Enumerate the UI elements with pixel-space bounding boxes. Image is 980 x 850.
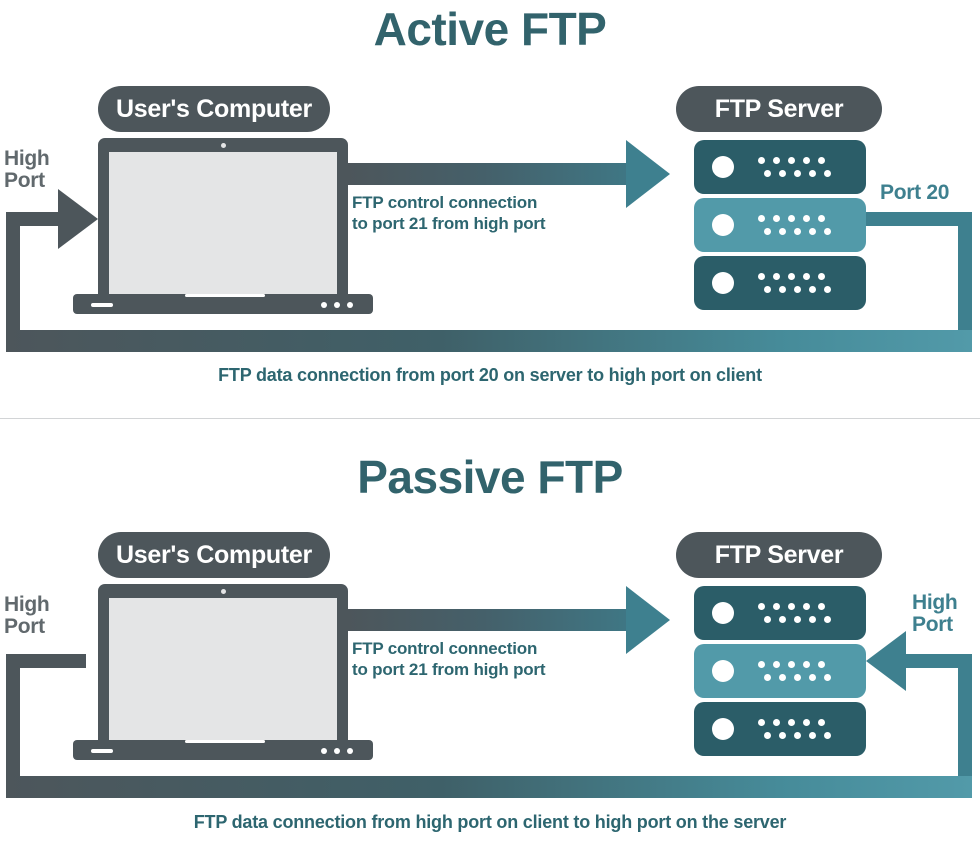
passive-client-label-pill: User's Computer <box>98 532 330 578</box>
passive-control-arrow-shaft <box>348 609 648 631</box>
active-server-stack-icon <box>694 140 866 312</box>
laptop-screen <box>109 598 337 740</box>
active-section-title: Active FTP <box>373 3 607 55</box>
server-vent-dots <box>758 215 831 235</box>
laptop-trackpad-line <box>185 294 265 297</box>
server-unit-3 <box>694 702 866 756</box>
server-power-led-icon <box>712 660 734 682</box>
active-laptop-icon <box>73 138 373 318</box>
passive-right-high-port-line2: Port <box>912 613 953 637</box>
server-unit-3 <box>694 256 866 310</box>
passive-control-caption: FTP control connection to port 21 from h… <box>352 638 652 681</box>
active-control-arrow-shaft <box>348 163 648 185</box>
section-divider <box>0 418 980 419</box>
active-control-caption-line1: FTP control connection <box>352 193 538 212</box>
passive-right-vertical <box>958 654 972 786</box>
server-power-led-icon <box>712 602 734 624</box>
laptop-base <box>73 740 373 760</box>
active-port-20-label: Port 20 <box>880 181 950 204</box>
laptop-indicator-dash <box>91 749 113 753</box>
active-server-label-text: FTP Server <box>714 94 844 123</box>
active-return-arrow-head-icon <box>58 189 98 249</box>
server-power-led-icon <box>712 718 734 740</box>
active-port20-horizontal <box>866 212 972 226</box>
laptop-port-dots <box>321 302 353 308</box>
passive-right-high-port-line1: High <box>912 591 958 614</box>
active-return-left-vertical <box>6 212 20 340</box>
passive-server-stack-icon <box>694 586 866 758</box>
passive-left-vertical <box>6 654 20 786</box>
laptop-base <box>73 294 373 314</box>
passive-laptop-icon <box>73 584 373 764</box>
server-vent-dots <box>758 157 831 177</box>
laptop-camera-icon <box>221 589 226 594</box>
active-return-left-horizontal <box>6 212 60 226</box>
active-server-label-pill: FTP Server <box>676 86 882 132</box>
active-control-arrow-head-icon <box>626 140 670 208</box>
passive-left-high-port-line1: High <box>4 593 50 616</box>
server-vent-dots <box>758 273 831 293</box>
laptop-screen <box>109 152 337 294</box>
passive-control-caption-line1: FTP control connection <box>352 639 538 658</box>
passive-server-label-text: FTP Server <box>714 540 844 569</box>
passive-ftp-section: Passive FTP User's Computer FTP Server <box>0 432 980 850</box>
laptop-camera-icon <box>221 143 226 148</box>
server-unit-1 <box>694 586 866 640</box>
passive-right-horizontal <box>906 654 972 668</box>
passive-right-high-port-label: High Port <box>912 591 958 637</box>
active-ftp-section: Active FTP User's Computer FTP Server <box>0 0 980 418</box>
server-power-led-icon <box>712 214 734 236</box>
passive-data-caption: FTP data connection from high port on cl… <box>193 812 787 832</box>
active-left-high-port-line2: Port <box>4 169 45 193</box>
server-vent-dots <box>758 661 831 681</box>
server-vent-dots <box>758 719 831 739</box>
passive-server-label-pill: FTP Server <box>676 532 882 578</box>
active-data-caption: FTP data connection from port 20 on serv… <box>218 365 762 385</box>
active-port20-vertical <box>958 212 972 340</box>
active-data-connection-bar <box>6 330 972 352</box>
passive-right-arrow-head-icon <box>866 631 906 691</box>
passive-control-caption-line2: to port 21 from high port <box>352 660 546 680</box>
active-client-label-pill: User's Computer <box>98 86 330 132</box>
server-unit-2 <box>694 644 866 698</box>
passive-client-label-text: User's Computer <box>116 540 312 569</box>
laptop-indicator-dash <box>91 303 113 307</box>
passive-left-horizontal <box>6 654 86 668</box>
passive-section-title: Passive FTP <box>357 451 623 503</box>
laptop-trackpad-line <box>185 740 265 743</box>
server-power-led-icon <box>712 272 734 294</box>
active-control-caption: FTP control connection to port 21 from h… <box>352 192 652 235</box>
passive-left-high-port-line2: Port <box>4 615 45 639</box>
active-control-caption-line2: to port 21 from high port <box>352 214 546 234</box>
passive-data-connection-bar <box>6 776 972 798</box>
passive-left-high-port-label: High Port <box>4 593 50 639</box>
laptop-port-dots <box>321 748 353 754</box>
server-power-led-icon <box>712 156 734 178</box>
server-vent-dots <box>758 603 831 623</box>
active-left-high-port-label: High Port <box>4 147 50 193</box>
server-unit-2 <box>694 198 866 252</box>
passive-control-arrow-head-icon <box>626 586 670 654</box>
server-unit-1 <box>694 140 866 194</box>
active-client-label-text: User's Computer <box>116 94 312 123</box>
active-left-high-port-line1: High <box>4 147 50 170</box>
